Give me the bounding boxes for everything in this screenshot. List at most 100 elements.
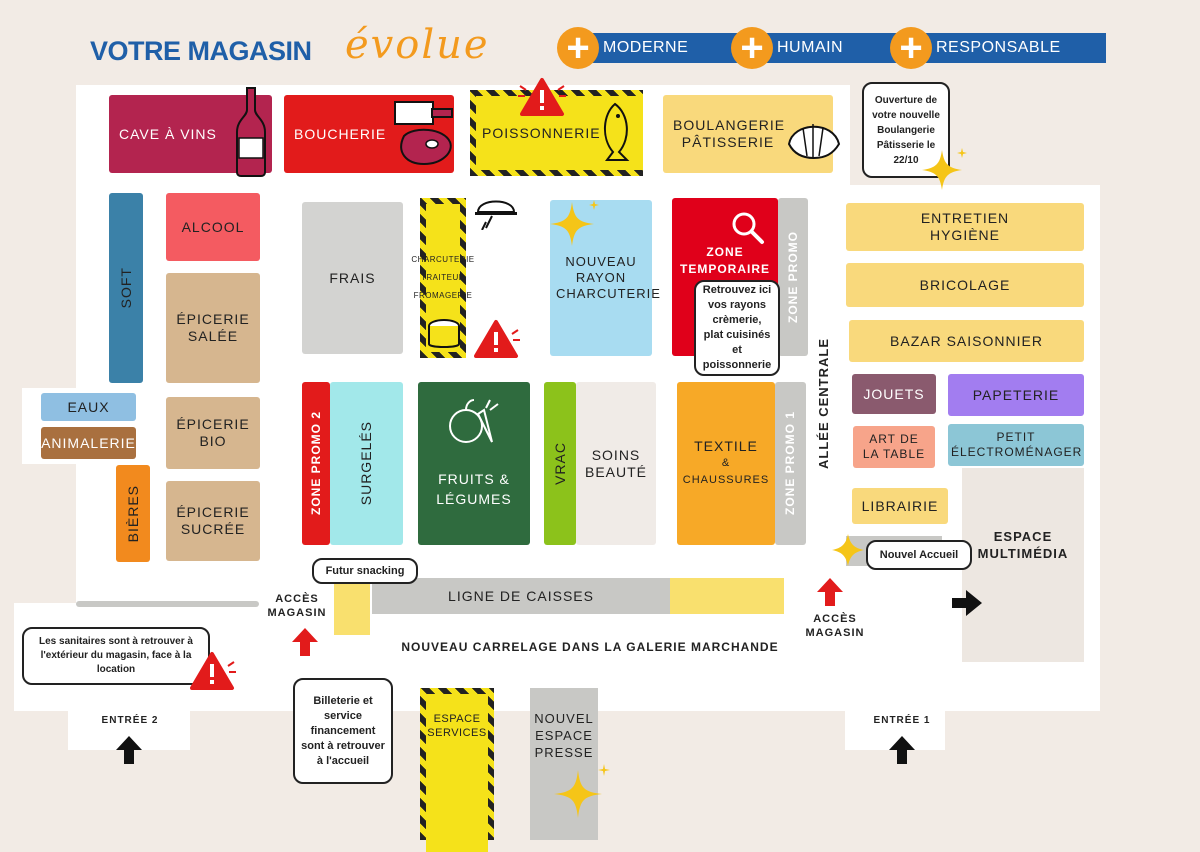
- multimedia-area: [962, 468, 1084, 662]
- arrow-up-icon: [116, 736, 142, 764]
- rayon-soins-beaute[interactable]: SOINS BEAUTÉ: [576, 382, 656, 545]
- rayon-label: EAUX: [67, 398, 110, 415]
- rayon-label: CHAUSSURES: [682, 474, 770, 486]
- rayon-label: NOUVEAU RAYON CHARCUTERIE: [556, 254, 661, 301]
- rayon-alcool[interactable]: ALCOOL: [166, 193, 260, 261]
- rayon-surgeles[interactable]: SURGELÉS: [330, 382, 403, 545]
- wall-line: [76, 601, 259, 607]
- rayon-label: ZONE PROMO 2: [308, 411, 323, 516]
- rayon-label: VRAC: [551, 442, 568, 485]
- rayon-label: ART DE LA TABLE: [862, 432, 926, 461]
- rayon-label: CHARCUTERIE: [411, 255, 475, 264]
- rayon-textile[interactable]: TEXTILE & CHAUSSURES: [677, 382, 775, 545]
- sparkle-icon: [550, 200, 599, 246]
- rayon-label: ZONE PROMO: [785, 230, 800, 323]
- rayon-label: ZONE PROMO 1: [783, 411, 797, 516]
- sparkle-icon: [922, 148, 967, 190]
- arrow-up-icon: [817, 578, 843, 606]
- rayon-eaux[interactable]: EAUX: [41, 393, 136, 421]
- zone-promo[interactable]: ZONE PROMO: [778, 198, 808, 356]
- rayon-label: SURGELÉS: [358, 421, 374, 506]
- rayon-papeterie[interactable]: PAPETERIE: [948, 374, 1084, 416]
- rayon-label: FRUITS & LÉGUMES: [436, 471, 512, 507]
- espace-presse[interactable]: NOUVEL ESPACE PRESSE: [530, 688, 598, 840]
- multimedia-label: ESPACE MULTIMÉDIA: [977, 529, 1069, 561]
- bubble-sanitaires: Les sanitaires sont à retrouver à l'exté…: [22, 627, 210, 685]
- sparkle-icon: [832, 534, 864, 566]
- acces-magasin-left: ACCÈS MAGASIN: [267, 593, 327, 619]
- rayon-soft[interactable]: SOFT: [109, 193, 143, 383]
- rayon-label: FRAIS: [329, 269, 376, 286]
- meat-cleaver-icon: [394, 101, 453, 166]
- rayon-label: BIÈRES: [124, 484, 141, 543]
- rayon-label: PAPETERIE: [972, 386, 1060, 403]
- plus-icon: +: [557, 27, 599, 69]
- rayon-label: BAZAR SAISONNIER: [890, 332, 1043, 349]
- rayon-label: SOINS BEAUTÉ: [584, 446, 647, 480]
- fish-icon: [604, 102, 630, 161]
- rayon-label: ÉPICERIE SALÉE: [176, 311, 250, 344]
- rayon-animalerie[interactable]: ANIMALERIE: [41, 427, 136, 459]
- tag-moderne: + MODERNE: [557, 27, 747, 69]
- rayon-epicerie-salee[interactable]: ÉPICERIE SALÉE: [166, 273, 260, 383]
- rayon-label: LIBRAIRIE: [861, 497, 939, 514]
- rayon-label: FROMAGERIE: [413, 291, 473, 300]
- rayon-bazar-saisonnier[interactable]: BAZAR SAISONNIER: [849, 320, 1084, 362]
- rayon-art-de-la-table[interactable]: ART DE LA TABLE: [853, 426, 935, 468]
- rayon-bricolage[interactable]: BRICOLAGE: [846, 263, 1084, 307]
- page-title-script: évolue: [345, 22, 490, 68]
- rayon-label: PETIT ÉLECTROMÉNAGER: [951, 430, 1083, 459]
- search-icon: [732, 212, 764, 244]
- bubble-boulangerie: Ouverture de votre nouvelle Boulangerie …: [862, 82, 950, 178]
- rayon-epicerie-sucree[interactable]: ÉPICERIE SUCRÉE: [166, 481, 260, 561]
- zone-promo-2[interactable]: ZONE PROMO 2: [302, 382, 330, 545]
- rayon-label: &: [721, 457, 731, 469]
- rayon-bieres[interactable]: BIÈRES: [116, 465, 150, 562]
- entree-1-label: ENTRÉE 1: [873, 715, 931, 726]
- rayon-label: ÉPICERIE SUCRÉE: [176, 504, 250, 537]
- plus-icon: +: [731, 27, 773, 69]
- rayon-label: TRAITEUR: [421, 273, 465, 282]
- rayon-epicerie-bio[interactable]: ÉPICERIE BIO: [166, 397, 260, 469]
- acces-magasin-right: ACCÈS MAGASIN: [805, 613, 865, 639]
- cloche-icon: [475, 200, 517, 230]
- rayon-label: ANIMALERIE: [41, 434, 136, 451]
- zone-promo-1[interactable]: ZONE PROMO 1: [775, 382, 806, 545]
- rayon-label: LIGNE DE CAISSES: [448, 587, 594, 604]
- rayon-entretien-hygiene[interactable]: ENTRETIEN HYGIÈNE: [846, 203, 1084, 251]
- rayon-label: BRICOLAGE: [919, 276, 1011, 293]
- rayon-label: ALCOOL: [181, 218, 245, 235]
- rayon-vrac[interactable]: VRAC: [544, 382, 576, 545]
- ligne-de-caisses[interactable]: LIGNE DE CAISSES: [372, 578, 670, 614]
- rayon-label: POISSONNERIE: [482, 125, 601, 141]
- bubble-snacking: Futur snacking: [312, 558, 418, 584]
- rayon-label: NOUVEL ESPACE PRESSE: [534, 711, 594, 760]
- rayon-fruits-legumes[interactable]: FRUITS & LÉGUMES: [418, 382, 530, 545]
- rayon-label: SOFT: [117, 267, 134, 309]
- rayon-label: BOUCHERIE: [294, 125, 387, 142]
- rayon-petit-electromenager[interactable]: PETIT ÉLECTROMÉNAGER: [948, 424, 1084, 466]
- rayon-label: BOULANGERIE PÂTISSERIE: [673, 117, 786, 150]
- croissant-icon: [787, 124, 841, 160]
- rayon-librairie[interactable]: LIBRAIRIE: [852, 488, 948, 524]
- page-title: VOTRE MAGASIN: [90, 36, 312, 66]
- wine-bottle-icon: [236, 87, 266, 177]
- espace-services[interactable]: ESPACE SERVICES: [420, 688, 494, 852]
- sparkle-icon: [554, 764, 610, 818]
- rayon-frais[interactable]: FRAIS: [302, 202, 403, 354]
- tag-label: MODERNE: [573, 33, 747, 63]
- bubble-billeterie: Billeterie et service financement sont à…: [293, 678, 393, 784]
- rayon-label: JOUETS: [863, 385, 925, 402]
- cheese-icon: [428, 319, 460, 348]
- rayon-label: ENTRETIEN HYGIÈNE: [920, 210, 1010, 243]
- rayon-jouets[interactable]: JOUETS: [852, 374, 936, 414]
- rayon-label: ESPACE SERVICES: [427, 713, 487, 739]
- rayon-label: CAVE À VINS: [119, 125, 217, 142]
- rayon-label: ÉPICERIE BIO: [176, 416, 250, 449]
- galerie-carrelage-label: NOUVEAU CARRELAGE DANS LA GALERIE MARCHA…: [401, 640, 779, 654]
- fruits-icon: [449, 399, 499, 443]
- warning-icon: [518, 78, 566, 116]
- snacking-block: [334, 583, 370, 635]
- rayon-label: TEXTILE: [694, 438, 758, 454]
- bubble-zone-temporaire: Retrouvez ici vos rayons crèmerie, plat …: [694, 280, 780, 376]
